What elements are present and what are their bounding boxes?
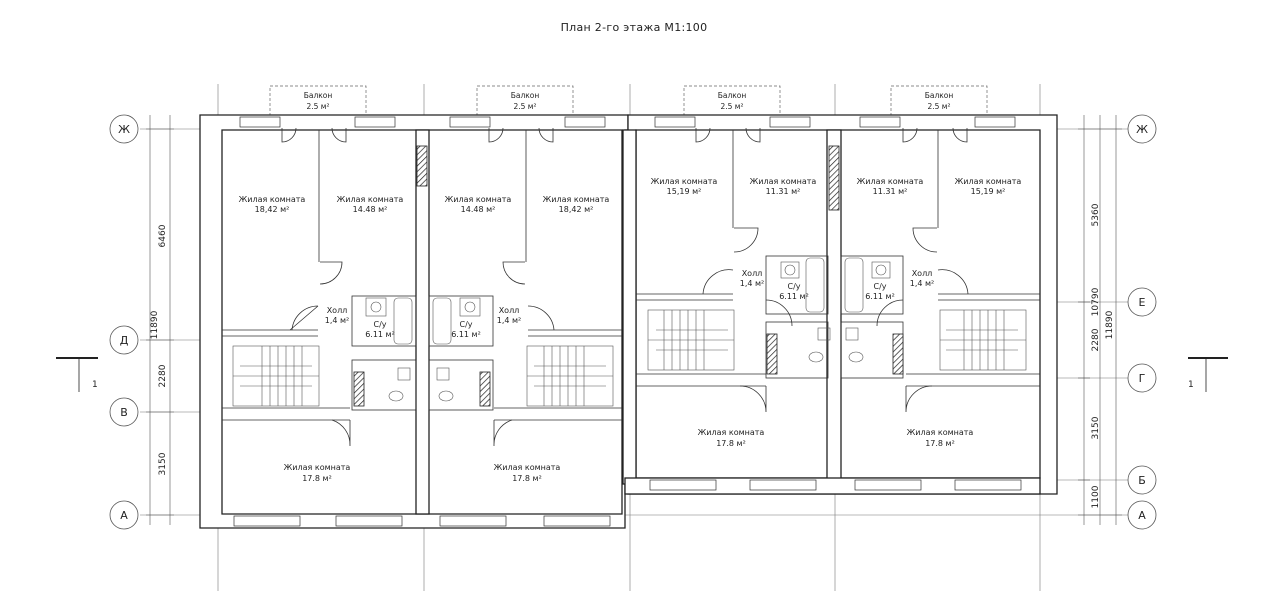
room-area: 17.8 м² [716,439,746,448]
balcony-1-area: 2.5 м² [307,102,330,111]
right-axis-markers: Ж Е Г Б А [1127,114,1157,530]
bath-area: 6.11 м² [779,292,809,301]
room-label: Жилая комната [750,177,817,186]
dim-right-bottom: 1100 [1091,485,1101,508]
balcony-2-label: Балкон [511,91,540,100]
balcony-doors [281,127,968,143]
axis-label-e-right: Е [1139,296,1146,309]
dim-right-top: 5360 [1091,203,1101,226]
bath-label: С/у [459,320,472,329]
balcony-4-label: Балкон [925,91,954,100]
axis-label-a-right: А [1138,509,1146,522]
hall-label: Холл [499,306,520,315]
balcony-2-area: 2.5 м² [514,102,537,111]
room-label: Жилая комната [907,428,974,437]
dim-left-total: 11890 [150,310,160,339]
axis-bubble-zh-left [109,114,139,144]
axis-label-zh-right: Ж [1136,123,1148,136]
hall-area: 1,4 м² [740,279,765,288]
dim-right-10790: 10790 [1091,287,1101,316]
stairs-left [232,345,614,407]
room-area: 17.8 м² [302,474,332,483]
section-label-right: 1 [1188,380,1194,390]
plan-title: План 2-го этажа М1:100 [561,21,708,34]
dim-left-mid: 2280 [158,364,168,387]
axis-bubble-e-right [1127,287,1157,317]
room-area: 17.8 м² [925,439,955,448]
hall-label: Холл [327,306,348,315]
room-area: 14.48 м² [353,205,388,214]
bath-area: 6.11 м² [451,330,481,339]
room-label: Жилая комната [284,463,351,472]
room-labels-right: Жилая комната 15,19 м² Жилая комната 11.… [651,177,1022,448]
section-mark-left: 1 [56,357,98,392]
hall-area: 1,4 м² [325,316,350,325]
room-area: 11.31 м² [873,187,908,196]
room-area: 18,42 м² [255,205,290,214]
stairs-right [647,309,1027,371]
hall-label: Холл [742,269,763,278]
room-area: 15,19 м² [667,187,702,196]
balcony-3-area: 2.5 м² [721,102,744,111]
axis-bubble-a-left [109,500,139,530]
room-area: 11.31 м² [766,187,801,196]
balcony-4-area: 2.5 м² [928,102,951,111]
bath-label: С/у [787,282,800,291]
section-label-left: 1 [92,380,98,390]
dim-right-low: 3150 [1091,416,1101,439]
room-label: Жилая комната [651,177,718,186]
left-dimensions: 11890 6460 2280 3150 [146,115,174,525]
axis-bubble-v-left [109,397,139,427]
axis-bubble-a-right [1127,500,1157,530]
room-label: Жилая комната [543,195,610,204]
dim-left-top: 6460 [158,224,168,247]
room-label: Жилая комната [445,195,512,204]
dim-right-total: 11890 [1105,310,1115,339]
windows [233,116,1022,527]
axis-label-a-left: А [120,509,128,522]
bath-label: С/у [373,320,386,329]
axis-label-zh-left: Ж [118,123,130,136]
bath-area: 6.11 м² [865,292,895,301]
room-label: Жилая комната [494,463,561,472]
left-axis-markers: Ж Д В А [109,114,139,530]
axis-bubble-zh-right [1127,114,1157,144]
interior-walls-left [222,130,622,447]
axis-bubble-b-right [1127,465,1157,495]
axis-bubble-d-left [109,325,139,355]
room-labels-left: Жилая комната 18,42 м² Жилая комната 14.… [239,195,610,483]
hall-label: Холл [912,269,933,278]
hall-area: 1,4 м² [497,316,522,325]
room-area: 14.48 м² [461,205,496,214]
dim-right-mid: 2280 [1091,328,1101,351]
axis-label-v-left: В [120,406,128,419]
room-label: Жилая комната [239,195,306,204]
room-area: 17.8 м² [512,474,542,483]
balconies: Балкон 2.5 м² Балкон 2.5 м² Балкон 2.5 м… [269,85,988,116]
room-label: Жилая комната [955,177,1022,186]
section-mark-right: 1 [1188,357,1228,392]
axis-label-d-left: Д [120,334,129,347]
room-label: Жилая комната [857,177,924,186]
room-area: 15,19 м² [971,187,1006,196]
room-label: Жилая комната [698,428,765,437]
bath-area: 6.11 м² [365,330,395,339]
axis-label-b-right: Б [1138,474,1146,487]
right-dimensions: 5360 2280 3150 1100 10790 11890 [1078,115,1122,525]
bath-label: С/у [873,282,886,291]
dim-left-bottom: 3150 [158,452,168,475]
axis-label-g-right: Г [1139,372,1146,385]
axis-bubble-g-right [1127,363,1157,393]
balcony-3-label: Балкон [718,91,747,100]
room-label: Жилая комната [337,195,404,204]
hall-area: 1,4 м² [910,279,935,288]
balcony-1-label: Балкон [304,91,333,100]
room-area: 18,42 м² [559,205,594,214]
interior-walls-right [636,130,1040,413]
